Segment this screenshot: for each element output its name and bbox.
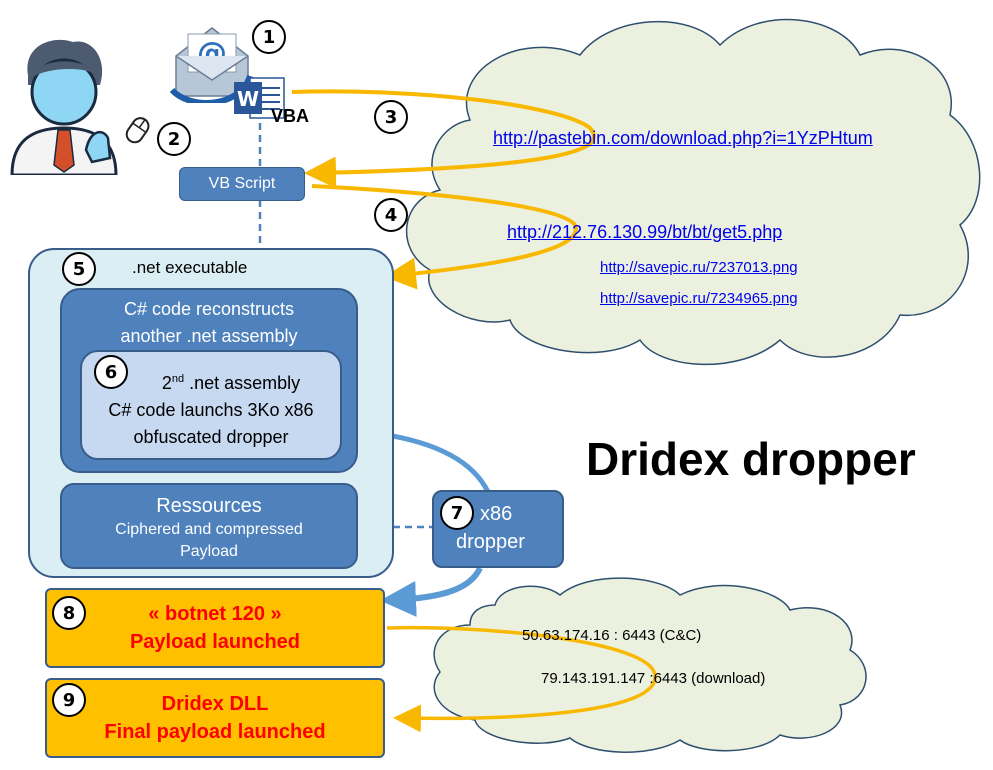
- net-executable-label: .net executable: [132, 258, 248, 277]
- step-6-marker: 6: [94, 355, 128, 389]
- step-3-marker: 3: [374, 100, 408, 134]
- x86-line-1: x86: [480, 503, 513, 525]
- ressources-box: Ressources Ciphered and compressed Paylo…: [60, 483, 358, 569]
- get5-url[interactable]: http://212.76.130.99/bt/bt/get5.php: [507, 222, 783, 242]
- vb-script-box: VB Script: [179, 167, 305, 201]
- mouse-icon: [118, 113, 156, 149]
- dridex-dll-line-1: Dridex DLL: [161, 693, 269, 715]
- csharp-line-1: C# code reconstructs: [123, 299, 295, 319]
- download-address: 79.143.191.147 :6443 (download): [541, 670, 766, 687]
- diagram-title: Dridex dropper: [586, 433, 916, 485]
- step-2-marker: 2: [157, 122, 191, 156]
- botnet-box: « botnet 120 » Payload launched: [45, 588, 385, 668]
- step-7-marker: 7: [440, 496, 474, 530]
- second-assembly-number: 2: [161, 373, 172, 393]
- dridex-dll-box: Dridex DLL Final payload launched: [45, 678, 385, 758]
- step-4-marker: 4: [374, 198, 408, 232]
- botnet-line-2: Payload launched: [129, 631, 301, 653]
- cnc-address: 50.63.174.16 : 6443 (C&C): [522, 627, 702, 644]
- vba-label: VBA: [271, 106, 310, 126]
- pastebin-url[interactable]: http://pastebin.com/download.php?i=1YzPH…: [493, 128, 873, 148]
- second-assembly-rest: .net assembly: [184, 373, 301, 393]
- step-5-marker: 5: [62, 252, 96, 286]
- user-icon: [8, 30, 118, 177]
- second-assembly-line-3: obfuscated dropper: [133, 427, 289, 447]
- dridex-dll-line-2: Final payload launched: [104, 721, 326, 743]
- upper-cloud: [405, 18, 981, 366]
- botnet-line-1: « botnet 120 »: [148, 603, 282, 625]
- word-doc-icon: W: [232, 76, 287, 121]
- ressources-line-1: Ciphered and compressed: [115, 521, 303, 538]
- savepic-url-1[interactable]: http://savepic.ru/7237013.png: [600, 259, 798, 276]
- csharp-line-2: another .net assembly: [120, 326, 298, 346]
- step-8-marker: 8: [52, 596, 86, 630]
- savepic-url-2[interactable]: http://savepic.ru/7234965.png: [600, 290, 798, 307]
- second-assembly-line-2: C# code launchs 3Ko x86: [108, 400, 314, 420]
- second-assembly-suffix: nd: [171, 373, 185, 385]
- vb-script-label: VB Script: [208, 175, 276, 192]
- svg-text:W: W: [237, 87, 259, 111]
- step-1-marker: 1: [252, 20, 286, 54]
- ressources-line-2: Payload: [180, 543, 238, 560]
- step-9-marker: 9: [52, 683, 86, 717]
- ressources-title: Ressources: [156, 495, 262, 517]
- x86-line-2: dropper: [456, 531, 525, 553]
